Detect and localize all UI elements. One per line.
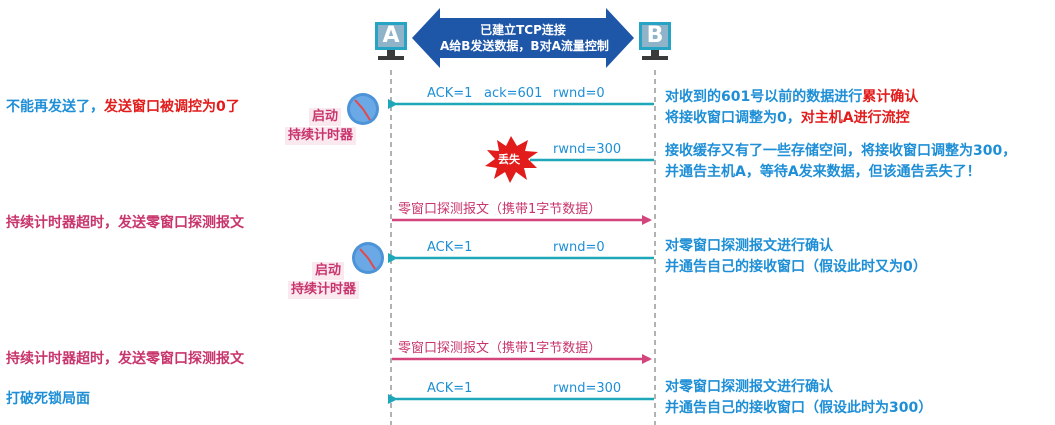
banner-line1: 已建立TCP连接: [480, 23, 566, 37]
timer-label-2-line1: 启动: [312, 262, 345, 280]
host-a-stand: [387, 50, 395, 56]
m1-rwnd: rwnd=0: [553, 86, 605, 101]
clock-icon: [352, 242, 384, 274]
clock-icon: [347, 93, 379, 125]
m4-ack: ACK=1: [427, 240, 473, 255]
left-note-2: 持续计时器超时，发送零窗口探测报文: [6, 215, 244, 231]
right-note-1-line2-a: 将接收窗口调整为0，: [665, 110, 801, 126]
right-note-4-line2: 并通告自己的接收窗口（假设此时为300）: [665, 400, 933, 416]
m1-acknum: ack=601: [484, 86, 543, 101]
host-b-icon: B: [639, 22, 671, 50]
right-note-2-line2: 并通告主机A，等待A发来数据，但该通告丢失了！: [665, 164, 981, 180]
right-note-4-line1: 对零窗口探测报文进行确认: [665, 379, 833, 395]
m4-rwnd: rwnd=0: [553, 240, 605, 255]
right-note-1-line1: 对收到的601号以前的数据进行累计确认: [665, 88, 918, 106]
timer-label-1-line1: 启动: [309, 108, 342, 126]
loss-burst-icon: [485, 136, 538, 183]
host-a-label: A: [382, 23, 400, 48]
banner-line2: A给B发送数据，B对A流量控制: [440, 39, 609, 53]
m5-label: 零窗口探测报文（携带1字节数据）: [398, 341, 602, 356]
left-note-1-part-b: 发送窗口被调控为0了: [104, 99, 240, 115]
timer-label-1-line2: 持续计时器: [285, 127, 357, 145]
right-note-1-line2-b: 对主机A进行流控: [800, 110, 910, 126]
m2-rwnd: rwnd=300: [553, 142, 622, 157]
m3-label: 零窗口探测报文（携带1字节数据）: [398, 202, 602, 217]
host-a-icon: A: [375, 22, 407, 50]
host-b-label: B: [646, 23, 664, 48]
right-note-1-line2: 将接收窗口调整为0，对主机A进行流控: [665, 109, 910, 127]
loss-label: 丢失: [498, 153, 520, 166]
timer-label-2-line2: 持续计时器: [288, 281, 360, 299]
host-b-base: [642, 56, 668, 60]
left-note-1: 不能再发送了，发送窗口被调控为0了: [6, 98, 240, 116]
connection-banner-arrow: [412, 8, 634, 68]
host-b-stand: [651, 50, 659, 56]
left-note-4: 打破死锁局面: [6, 391, 90, 407]
host-a-base: [378, 56, 404, 60]
right-note-1-line1-a: 对收到的601号以前的数据进行: [665, 89, 863, 105]
right-note-3-line2: 并通告自己的接收窗口（假设此时又为0）: [665, 259, 927, 275]
right-note-3-line1: 对零窗口探测报文进行确认: [665, 238, 833, 254]
m1-ack: ACK=1: [427, 86, 473, 101]
m6-rwnd: rwnd=300: [553, 381, 622, 396]
right-note-1-line1-b: 累计确认: [862, 89, 919, 105]
m6-ack: ACK=1: [427, 381, 473, 396]
right-note-2-line1: 接收缓存又有了一些存储空间，将接收窗口调整为300，: [665, 143, 1017, 159]
left-note-3: 持续计时器超时，发送零窗口探测报文: [6, 351, 244, 367]
left-note-1-part-a: 不能再发送了，: [6, 99, 104, 115]
